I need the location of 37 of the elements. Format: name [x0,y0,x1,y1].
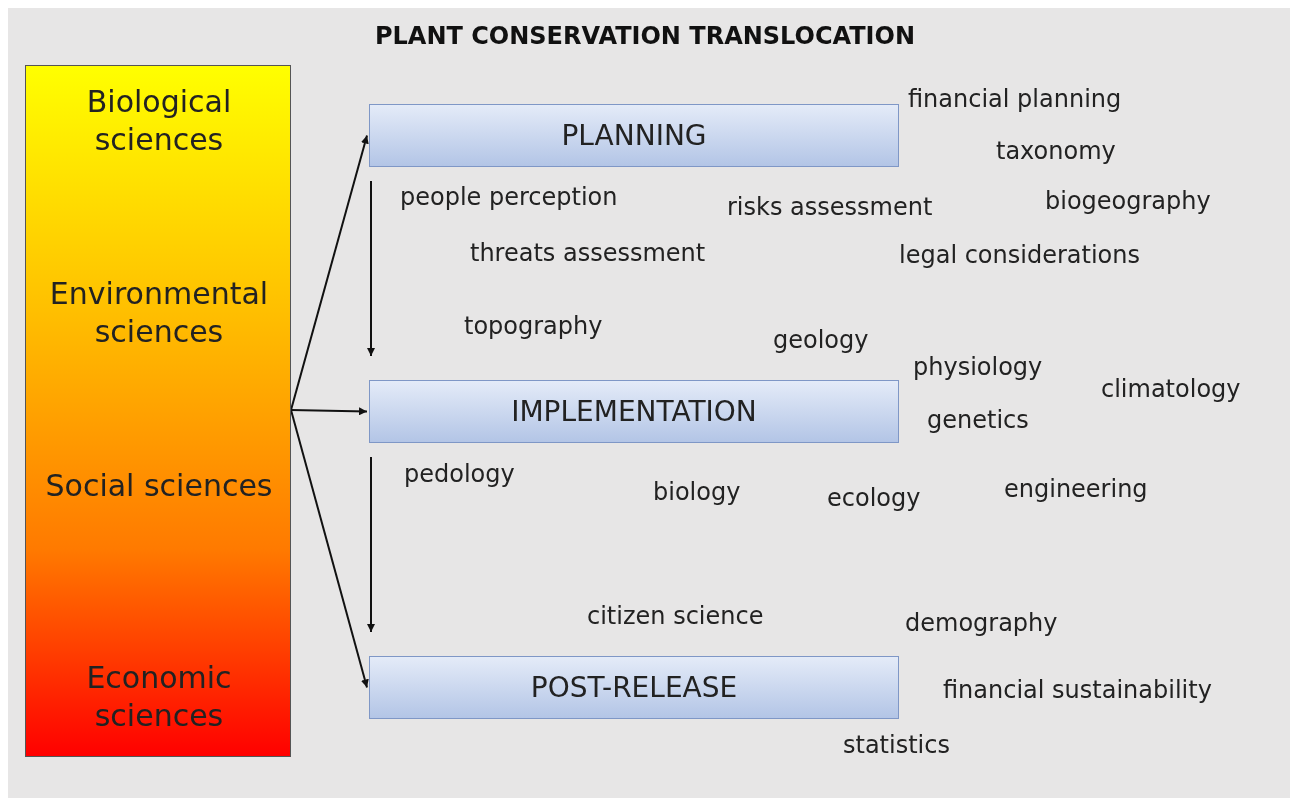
arrow [290,409,369,689]
discipline-term: ecology [827,483,921,514]
title: PLANT CONSERVATION TRANSLOCATION [374,22,916,50]
stage-box [369,104,899,167]
discipline-term: engineering [1004,474,1148,505]
arrow [290,407,368,416]
discipline-term: taxonomy [996,136,1116,167]
discipline-term: financial sustainability [943,675,1212,706]
discipline-term: citizen science [587,601,764,632]
discipline-term: topography [464,311,603,342]
discipline-label: Social sciences [44,467,274,505]
discipline-label: Environmental sciences [48,275,270,351]
discipline-term: pedology [404,459,515,490]
discipline-term: geology [773,325,869,356]
discipline-term: biogeography [1045,186,1211,217]
arrow [290,134,369,411]
stage-box [369,380,899,443]
discipline-term: threats assessment [470,238,706,269]
stage-box [369,656,899,719]
discipline-term: financial planning [908,84,1122,115]
discipline-term: people perception [400,182,618,213]
arrow [367,180,375,357]
stage-label: PLANNING [561,119,707,152]
stage-label: IMPLEMENTATION [511,395,757,428]
discipline-term: physiology [913,352,1043,383]
gradient-panel [25,65,291,757]
discipline-label: Economic sciences [85,659,233,735]
discipline-term: statistics [843,730,950,761]
discipline-term: climatology [1101,374,1241,405]
stage-label: POST-RELEASE [530,671,738,704]
discipline-term: demography [905,608,1058,639]
discipline-term: genetics [927,405,1029,436]
discipline-term: legal considerations [899,240,1140,271]
discipline-term: biology [653,477,741,508]
discipline-term: risks assessment [727,192,933,223]
arrow [367,456,375,633]
discipline-label: Biological sciences [85,83,233,159]
